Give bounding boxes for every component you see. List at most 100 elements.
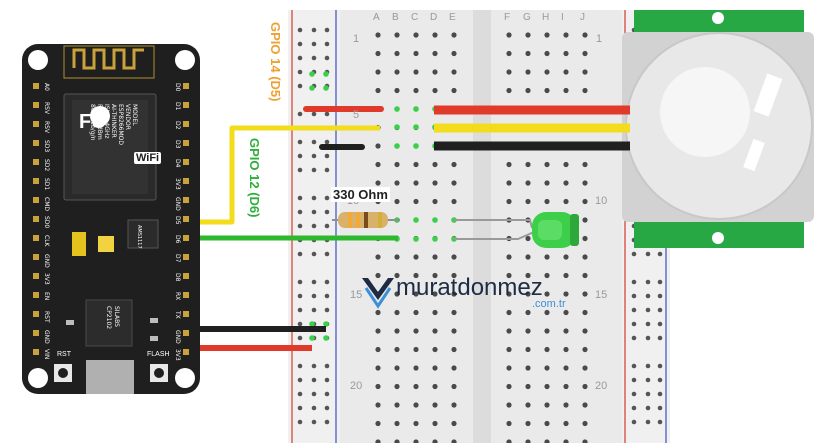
breadboard-hole <box>544 180 550 186</box>
rail-hole <box>324 293 330 299</box>
breadboard-hole <box>432 328 438 334</box>
breadboard-hole <box>451 180 457 186</box>
header-pin <box>183 235 189 241</box>
board-mount-hole <box>175 50 195 70</box>
rail-hole <box>324 153 330 159</box>
connected-hole <box>394 106 400 112</box>
breadboard-hole <box>525 198 531 205</box>
rail-hole <box>311 419 317 425</box>
header-pin <box>33 140 39 146</box>
row-number-20-right: 20 <box>595 380 608 392</box>
breadboard-hole <box>582 328 588 334</box>
breadboard-hole <box>451 420 457 427</box>
breadboard-hole <box>394 328 400 334</box>
connected-hole <box>309 71 315 77</box>
breadboard-hole <box>413 180 419 186</box>
breadboard-hole <box>394 254 400 260</box>
breadboard-hole <box>563 328 569 334</box>
col-letter-e: E <box>449 12 456 23</box>
rail-hole <box>631 405 637 411</box>
rail-hole <box>297 419 303 425</box>
button-label-rst: RST <box>57 351 71 358</box>
pcb-antenna <box>72 48 144 70</box>
breadboard-hole <box>375 328 381 334</box>
regulator-label: AMS1117 <box>136 225 142 249</box>
breadboard-hole <box>506 402 512 408</box>
breadboard-hole <box>375 50 381 57</box>
brand-text: muratdonmez <box>396 274 543 301</box>
breadboard-hole <box>413 50 419 57</box>
breadboard-hole <box>525 383 531 390</box>
breadboard-hole <box>525 346 531 353</box>
rail-hole <box>324 223 330 229</box>
breadboard-hole <box>413 402 419 408</box>
connected-hole <box>323 71 329 77</box>
breadboard-hole <box>563 32 569 38</box>
breadboard-hole <box>394 87 400 94</box>
breadboard-hole <box>506 365 512 371</box>
breadboard-hole <box>394 402 400 408</box>
breadboard-hole <box>506 180 512 186</box>
breadboard-hole <box>394 346 400 353</box>
col-letter-h: H <box>542 12 550 23</box>
rail-hole <box>631 335 637 341</box>
breadboard-hole <box>544 161 550 168</box>
smd-component <box>150 336 158 341</box>
breadboard-hole <box>506 420 512 427</box>
rail-hole <box>631 279 637 285</box>
esp-module-line: ESP8266MOD <box>117 104 124 146</box>
breadboard-hole <box>506 32 512 38</box>
breadboard-hole <box>394 69 400 75</box>
header-pin <box>183 102 189 108</box>
breadboard-hole <box>413 32 419 38</box>
breadboard-hole <box>451 346 457 353</box>
rail-hole <box>297 209 303 215</box>
rail-hole <box>657 391 663 397</box>
breadboard-hole <box>544 198 550 205</box>
pin-label-left-header: GND <box>43 330 50 344</box>
pin-label-right-header: TX <box>174 311 181 319</box>
antenna-area <box>63 45 155 79</box>
breadboard-hole <box>451 161 457 168</box>
header-pin <box>33 349 39 355</box>
breadboard-hole <box>544 50 550 57</box>
rail-hole <box>631 293 637 299</box>
rail-hole <box>297 139 303 145</box>
breadboard-hole <box>394 161 400 168</box>
esp-module-line: MODEL <box>131 104 138 126</box>
rail-hole <box>657 251 663 257</box>
resistor-band <box>378 212 382 228</box>
rail-hole <box>297 279 303 285</box>
breadboard-hole <box>375 402 381 408</box>
button-label-flash: FLASH <box>147 351 170 358</box>
resistor-band <box>348 212 352 228</box>
row-number-15-left: 15 <box>350 289 363 301</box>
rail-hole <box>297 321 303 327</box>
esp-module-line: AI-THINKER <box>110 104 117 138</box>
rail-hole <box>657 405 663 411</box>
pin-label-left-header: SD2 <box>43 159 50 172</box>
row-number-10-right: 10 <box>595 195 608 207</box>
breadboard-hole <box>582 87 588 94</box>
breadboard-hole <box>544 328 550 334</box>
rail-hole <box>311 377 317 383</box>
connected-hole <box>394 124 400 130</box>
connected-hole <box>413 124 419 130</box>
breadboard-hole <box>432 365 438 371</box>
rail-hole <box>311 279 317 285</box>
breadboard-hole <box>451 402 457 408</box>
breadboard-hole <box>451 254 457 260</box>
breadboard-hole <box>525 69 531 75</box>
pin-label-right-header: D8 <box>174 273 181 282</box>
rail-hole <box>297 69 303 75</box>
breadboard-hole <box>563 69 569 75</box>
voltage-regulator <box>127 219 159 249</box>
pin-label-right-header: D0 <box>174 83 181 92</box>
breadboard-hole <box>544 365 550 371</box>
connected-hole <box>413 217 419 223</box>
rail-hole <box>645 363 651 369</box>
breadboard-hole <box>563 309 569 316</box>
breadboard-hole <box>563 402 569 408</box>
header-pin <box>33 159 39 165</box>
breadboard-hole <box>525 254 531 260</box>
